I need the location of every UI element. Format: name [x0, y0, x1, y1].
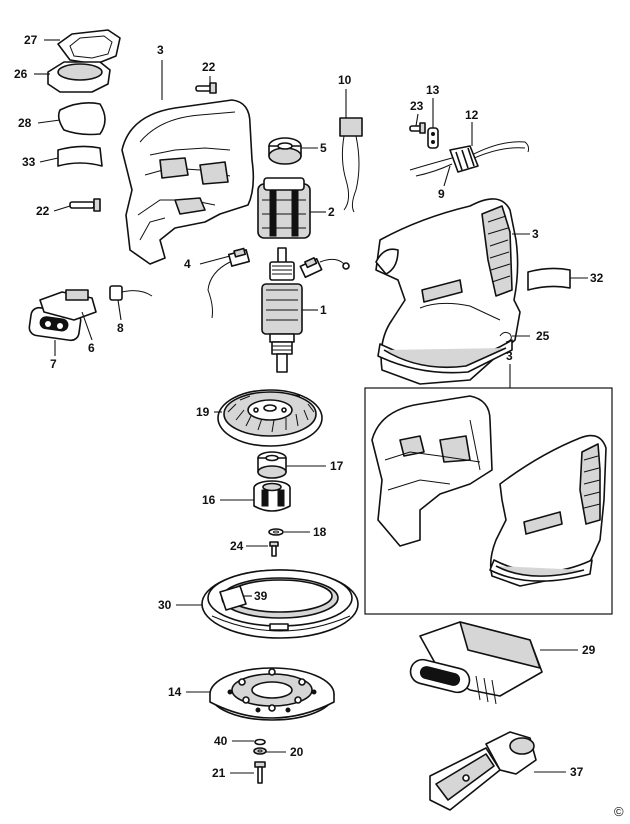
- part-33-label: [57, 145, 103, 167]
- part-28-pad: [57, 102, 106, 136]
- part-40-washer: [254, 738, 266, 746]
- part-4-brush-holders: [207, 247, 350, 319]
- leader-lines: [34, 39, 588, 774]
- label-32: 32: [590, 271, 604, 285]
- label-40: 40: [214, 734, 228, 748]
- part-10-switch-lead: [339, 117, 363, 213]
- label-9: 9: [438, 187, 445, 201]
- part-2-field-coil: [257, 177, 311, 239]
- label-6: 6: [88, 341, 95, 355]
- label-30: 30: [158, 598, 172, 612]
- label-16: 16: [202, 493, 216, 507]
- label-8: 8: [117, 321, 124, 335]
- label-27: 27: [24, 33, 38, 47]
- label-22: 22: [202, 60, 216, 74]
- label-23: 23: [410, 99, 424, 113]
- label-3: 3: [506, 349, 513, 363]
- label-19: 19: [196, 405, 210, 419]
- label-10: 10: [338, 73, 352, 87]
- part-12-cord: [409, 141, 530, 177]
- part-8-capacitor: [109, 285, 153, 301]
- label-1: 1: [320, 303, 327, 317]
- label-2: 2: [328, 205, 335, 219]
- part-27-gasket: [57, 29, 121, 65]
- label-28: 28: [18, 116, 32, 130]
- label-13: 13: [426, 83, 440, 97]
- part-3-housing-half: [121, 99, 255, 265]
- part-37-nozzle: [429, 731, 537, 811]
- part-20-washer: [253, 747, 267, 755]
- label-39: 39: [254, 589, 268, 603]
- part-29-dust-port: [409, 621, 543, 705]
- part-1-armature: [261, 247, 303, 373]
- label-4: 4: [184, 257, 191, 271]
- label-7: 7: [50, 357, 57, 371]
- label-21: 21: [212, 766, 226, 780]
- part-number-labels: 27 26 28 33 22 3 22 10 5 2 13 23 12 9 3 …: [14, 33, 604, 780]
- part-3-sander-assembly: [375, 198, 521, 385]
- label-12: 12: [465, 108, 479, 122]
- label-3: 3: [532, 227, 539, 241]
- part-14-sanding-pad: [209, 667, 335, 721]
- label-25: 25: [536, 329, 550, 343]
- part-32-label-strip: [527, 267, 571, 291]
- label-18: 18: [313, 525, 327, 539]
- label-26: 26: [14, 67, 28, 81]
- label-20: 20: [290, 745, 304, 759]
- label-17: 17: [330, 459, 344, 473]
- part-39-clip: [219, 585, 247, 611]
- part-22a-screw: [69, 198, 101, 212]
- label-29: 29: [582, 643, 596, 657]
- part-25-clip: [499, 331, 512, 343]
- label-22: 22: [36, 204, 50, 218]
- label-33: 33: [22, 155, 36, 169]
- part-22b-screw: [195, 82, 217, 94]
- label-5: 5: [320, 141, 327, 155]
- part-19-gear: [217, 389, 323, 447]
- label-24: 24: [230, 539, 244, 553]
- part-23-screw: [409, 122, 426, 134]
- part-21-screw: [254, 761, 266, 784]
- label-3: 3: [157, 43, 164, 57]
- part-26-dust-cap: [47, 61, 111, 93]
- copyright-mark: ©: [614, 804, 624, 819]
- part-18-washer: [268, 528, 284, 536]
- copyright-symbol: ©: [614, 804, 624, 819]
- part-5-bearing: [268, 137, 302, 165]
- part-17-bearing: [257, 451, 287, 479]
- inset-box-assembly: [364, 387, 613, 615]
- part-24-screw: [269, 541, 279, 557]
- part-16-eccentric: [253, 480, 291, 512]
- part-13-terminal: [427, 127, 439, 149]
- label-37: 37: [570, 765, 584, 779]
- label-14: 14: [168, 685, 182, 699]
